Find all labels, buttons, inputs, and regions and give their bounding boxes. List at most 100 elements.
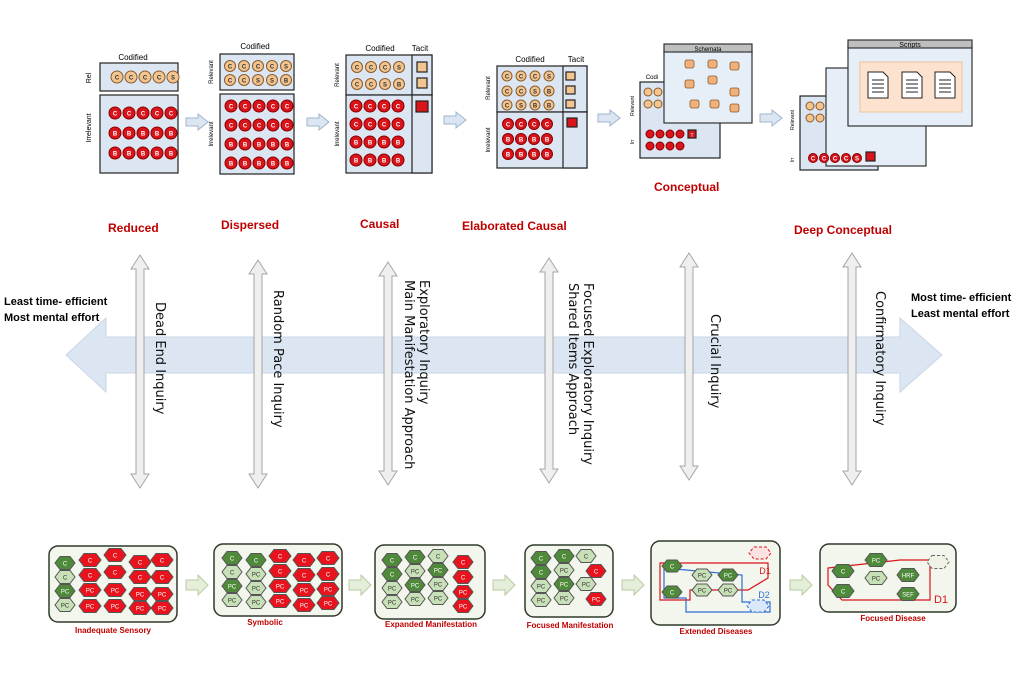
circle-label: C <box>242 79 247 85</box>
inquiry-dead-end: Dead End Inquiry <box>152 302 167 415</box>
circle-label: B <box>368 141 373 147</box>
circle <box>349 153 363 167</box>
circle <box>224 99 238 113</box>
circle <box>543 85 555 97</box>
bottom-flow-arrow <box>789 573 813 597</box>
irrelevant-label: Irrelevant <box>335 121 341 146</box>
circle-label: C <box>519 75 524 81</box>
hex-green <box>896 568 920 582</box>
circle <box>136 146 150 160</box>
circle-label: S <box>284 65 288 71</box>
circle-label: S <box>256 79 260 85</box>
circle <box>108 106 122 120</box>
circle-label: C <box>229 124 234 130</box>
circle-label: C <box>355 66 360 72</box>
hex-green <box>245 595 267 609</box>
flow-arrow <box>185 112 209 132</box>
circle-label: B <box>257 162 262 168</box>
circle <box>805 113 815 123</box>
caption-focused-disease: Focused Disease <box>860 614 926 623</box>
hex-green-label: PC <box>537 585 546 591</box>
box-causal-tacit-lower <box>411 94 433 174</box>
circle-label: C <box>228 79 233 85</box>
circle-label: C <box>143 76 148 82</box>
circle <box>351 78 363 90</box>
hex-red <box>452 570 474 584</box>
hex-green-label: PC <box>252 601 261 607</box>
circle <box>252 60 264 72</box>
circle-label: B <box>547 90 552 96</box>
hex-green <box>221 551 243 565</box>
circle <box>164 106 178 120</box>
circle <box>252 118 266 132</box>
circle-label: C <box>545 123 550 129</box>
hex-pc-label: PC <box>61 590 70 596</box>
hex-red <box>78 568 102 582</box>
circle-label: C <box>113 112 118 118</box>
circle <box>349 135 363 149</box>
circle-label: C <box>811 157 816 163</box>
hex-green <box>245 567 267 581</box>
circle <box>675 129 685 139</box>
hex-red <box>316 596 340 610</box>
hex-green <box>530 565 552 579</box>
circle-label: S <box>519 104 523 110</box>
circle-label: B <box>547 104 552 110</box>
circle-label: B <box>155 132 160 138</box>
stage-conceptual: Conceptual <box>654 180 720 194</box>
codified-label: Codified <box>240 42 269 51</box>
hex-green <box>530 579 552 593</box>
left-end-line2: Most mental effort <box>4 312 100 324</box>
circle <box>643 99 653 109</box>
circle-label: B <box>545 138 550 144</box>
vertical-arrow <box>378 261 398 486</box>
hex-c <box>54 556 76 570</box>
circle <box>391 153 405 167</box>
hex-green-label: PC <box>434 569 443 575</box>
inquiry-crucial: Crucial Inquiry <box>707 314 722 409</box>
circle-label: C <box>157 76 162 82</box>
circle <box>391 117 405 131</box>
circle <box>379 78 391 90</box>
circle <box>391 99 405 113</box>
schema-node <box>707 59 718 69</box>
caption-extended-diseases: Extended Diseases <box>679 627 753 636</box>
hex-green <box>864 553 888 567</box>
hex-red-label: C <box>461 576 466 582</box>
hex-red-label: C <box>302 574 307 580</box>
circle <box>379 61 391 73</box>
circle <box>252 156 266 170</box>
hex-green-label: PC <box>560 569 569 575</box>
axis-arrow <box>65 316 943 394</box>
circle-label: B <box>382 141 387 147</box>
circle <box>280 99 294 113</box>
circle <box>252 99 266 113</box>
tacit-square <box>416 61 428 73</box>
vertical-arrow <box>248 259 268 489</box>
circle-label: B <box>243 143 248 149</box>
vertical-arrow <box>539 257 559 484</box>
circle-label: C <box>505 90 510 96</box>
circle <box>675 141 685 151</box>
circle-label: B <box>284 79 289 85</box>
circle-label: C <box>243 124 248 130</box>
hex-green-label: PC <box>228 599 237 605</box>
circle-label: C <box>396 123 401 129</box>
circle-label: S <box>547 75 551 81</box>
bottom-flow-arrow <box>492 573 516 597</box>
circle-label: B <box>506 138 511 144</box>
circle <box>238 137 252 151</box>
circle-label: C <box>257 124 262 130</box>
t-label: T <box>690 133 693 139</box>
hex-green-label: C <box>539 571 544 577</box>
circle <box>393 78 405 90</box>
panel-focused-disease <box>819 543 957 613</box>
circle-label: B <box>113 132 118 138</box>
circle-label: C <box>169 112 174 118</box>
tacit-square <box>687 129 697 139</box>
circle-label: C <box>271 105 276 111</box>
left-end-line1: Least time- efficient <box>4 296 108 308</box>
circle <box>515 99 527 111</box>
hex-green-label: PC <box>724 574 733 580</box>
